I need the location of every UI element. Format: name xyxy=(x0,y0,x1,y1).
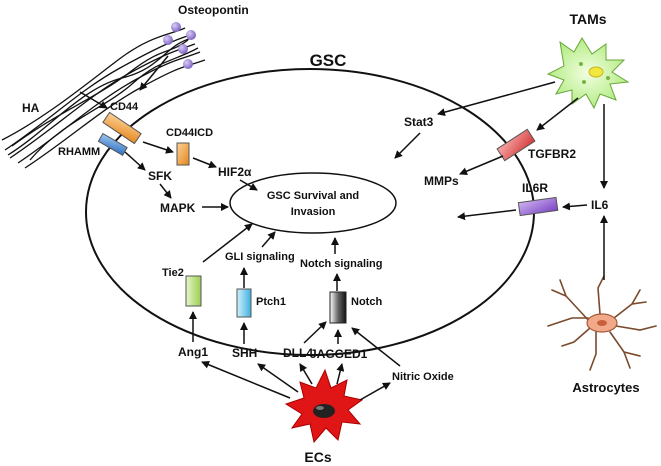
label-ptch1: Ptch1 xyxy=(256,296,286,308)
label-tgfbr2: TGFBR2 xyxy=(528,147,576,161)
label-nitric-oxide: Nitric Oxide xyxy=(392,371,454,383)
il6r-receptor xyxy=(517,196,559,217)
label-il6: IL6 xyxy=(591,198,609,212)
label-jagged1: JAGGED1 xyxy=(310,347,368,361)
arrow-ecs-dll4 xyxy=(299,363,313,385)
label-osteopontin: Osteopontin xyxy=(178,3,249,17)
label-gli-signaling: GLI signaling xyxy=(225,251,295,263)
cd44-receptor xyxy=(102,111,142,145)
arrow-no-notch xyxy=(351,327,401,367)
label-cd44icd: CD44ICD xyxy=(166,127,213,139)
arrow-cd44-cd44icd xyxy=(142,141,174,154)
label-astrocytes: Astrocytes xyxy=(572,380,639,395)
arrow-il6r-center xyxy=(457,209,517,221)
label-ha: HA xyxy=(22,101,40,115)
label-mmps: MMPs xyxy=(424,174,459,188)
arrow-cd44icd-hif2a xyxy=(192,157,217,169)
arrow-tams-tgfbr2 xyxy=(536,97,579,131)
arrow-tams-stat3 xyxy=(437,81,556,117)
tie2-receptor xyxy=(185,275,202,307)
arrow-ecs-jagged1 xyxy=(336,363,345,385)
center-text-line2: Invasion xyxy=(291,206,336,218)
astrocyte-cell xyxy=(547,275,657,371)
label-stat3: Stat3 xyxy=(404,115,434,129)
label-shh: SHH xyxy=(232,346,257,360)
arrow-ecs-ang1 xyxy=(201,360,291,399)
arrow-stat3-center xyxy=(394,132,421,159)
label-cd44: CD44 xyxy=(110,101,139,113)
arrow-rhamm-sfk xyxy=(124,151,146,171)
tams-nucleus xyxy=(588,66,604,78)
arrow-tgfbr2-mmps xyxy=(459,155,504,175)
label-hif2a: HIF2α xyxy=(218,165,252,179)
ptch1-receptor xyxy=(236,288,252,318)
arrow-tie2-center xyxy=(202,223,253,263)
label-notch-signaling: Notch signaling xyxy=(300,258,383,270)
label-mapk: MAPK xyxy=(160,201,196,215)
cd44icd-box xyxy=(176,142,190,166)
arrow-ha-cd44 xyxy=(79,91,108,109)
ecs-nucleus xyxy=(313,404,335,418)
gsc-survival-ellipse xyxy=(229,172,397,234)
arrow-sfk-mapk xyxy=(159,183,172,199)
label-dll4: DLL4 xyxy=(283,346,313,360)
label-ecs: ECs xyxy=(304,449,331,465)
tams-cell xyxy=(546,37,630,110)
arrow-gli-center xyxy=(261,231,276,248)
label-il6r: IL6R xyxy=(522,181,548,195)
center-text-line1: GSC Survival and xyxy=(267,190,359,202)
label-ang1: Ang1 xyxy=(178,345,208,359)
label-tams: TAMs xyxy=(569,11,606,27)
osteopontin-dots xyxy=(163,22,196,69)
label-sfk: SFK xyxy=(148,169,172,183)
tgfbr2-receptor xyxy=(496,128,536,162)
arrow-ecs-shh xyxy=(257,363,299,393)
gsc-title: GSC xyxy=(310,51,347,70)
arrow-hif2a-center xyxy=(239,179,258,191)
label-tie2: Tie2 xyxy=(162,267,184,279)
arrow-ecs-no xyxy=(359,382,391,401)
arrow-osteopontin-cd44 xyxy=(139,55,169,91)
label-notch: Notch xyxy=(351,296,382,308)
label-rhamm: RHAMM xyxy=(58,146,100,158)
rhamm-receptor xyxy=(97,132,128,157)
arrow-dll4-notch xyxy=(303,321,327,344)
notch-receptor xyxy=(329,291,347,324)
arrow-il6-il6r xyxy=(562,202,588,211)
